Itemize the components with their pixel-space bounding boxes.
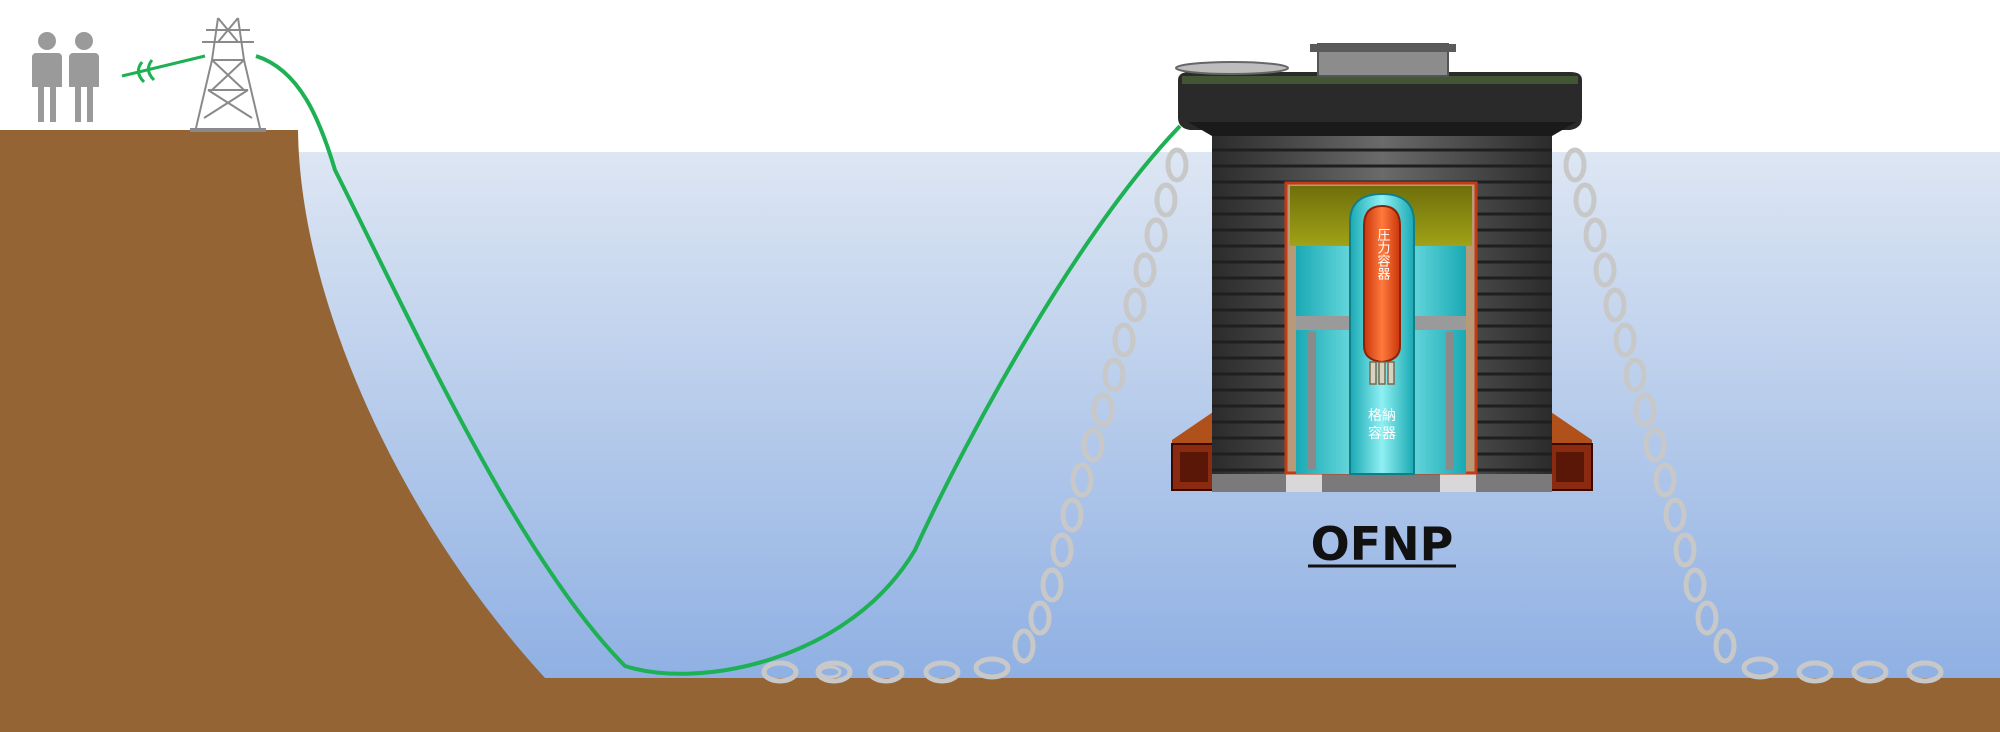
- platform-ballast-left: [1171, 443, 1217, 491]
- mooring-chain-right: [1563, 147, 1944, 684]
- pressure-vessel-label: 圧力容器: [1375, 228, 1391, 281]
- diagram-title: OFNP: [1311, 517, 1454, 571]
- helipad-icon: [1175, 61, 1289, 75]
- cable-break-icon: [121, 54, 206, 84]
- platform-deck: [1178, 72, 1582, 130]
- people-icon: [32, 32, 99, 122]
- mooring-chain-left: [761, 147, 1189, 684]
- floating-platform: 圧力容器 格納 容器: [1171, 43, 1593, 492]
- control-rod-drives: [1369, 361, 1395, 385]
- coastal-cliff: [0, 130, 2000, 732]
- platform-base: [1212, 474, 1552, 492]
- containment-label-line1: 格納: [1368, 408, 1396, 424]
- transmission-tower-icon: [190, 17, 266, 132]
- reactor-pressure-vessel: [1363, 204, 1401, 364]
- containment-label-line2: 容器: [1368, 425, 1396, 442]
- sea-water: [280, 152, 2000, 682]
- power-cable: [255, 54, 1182, 676]
